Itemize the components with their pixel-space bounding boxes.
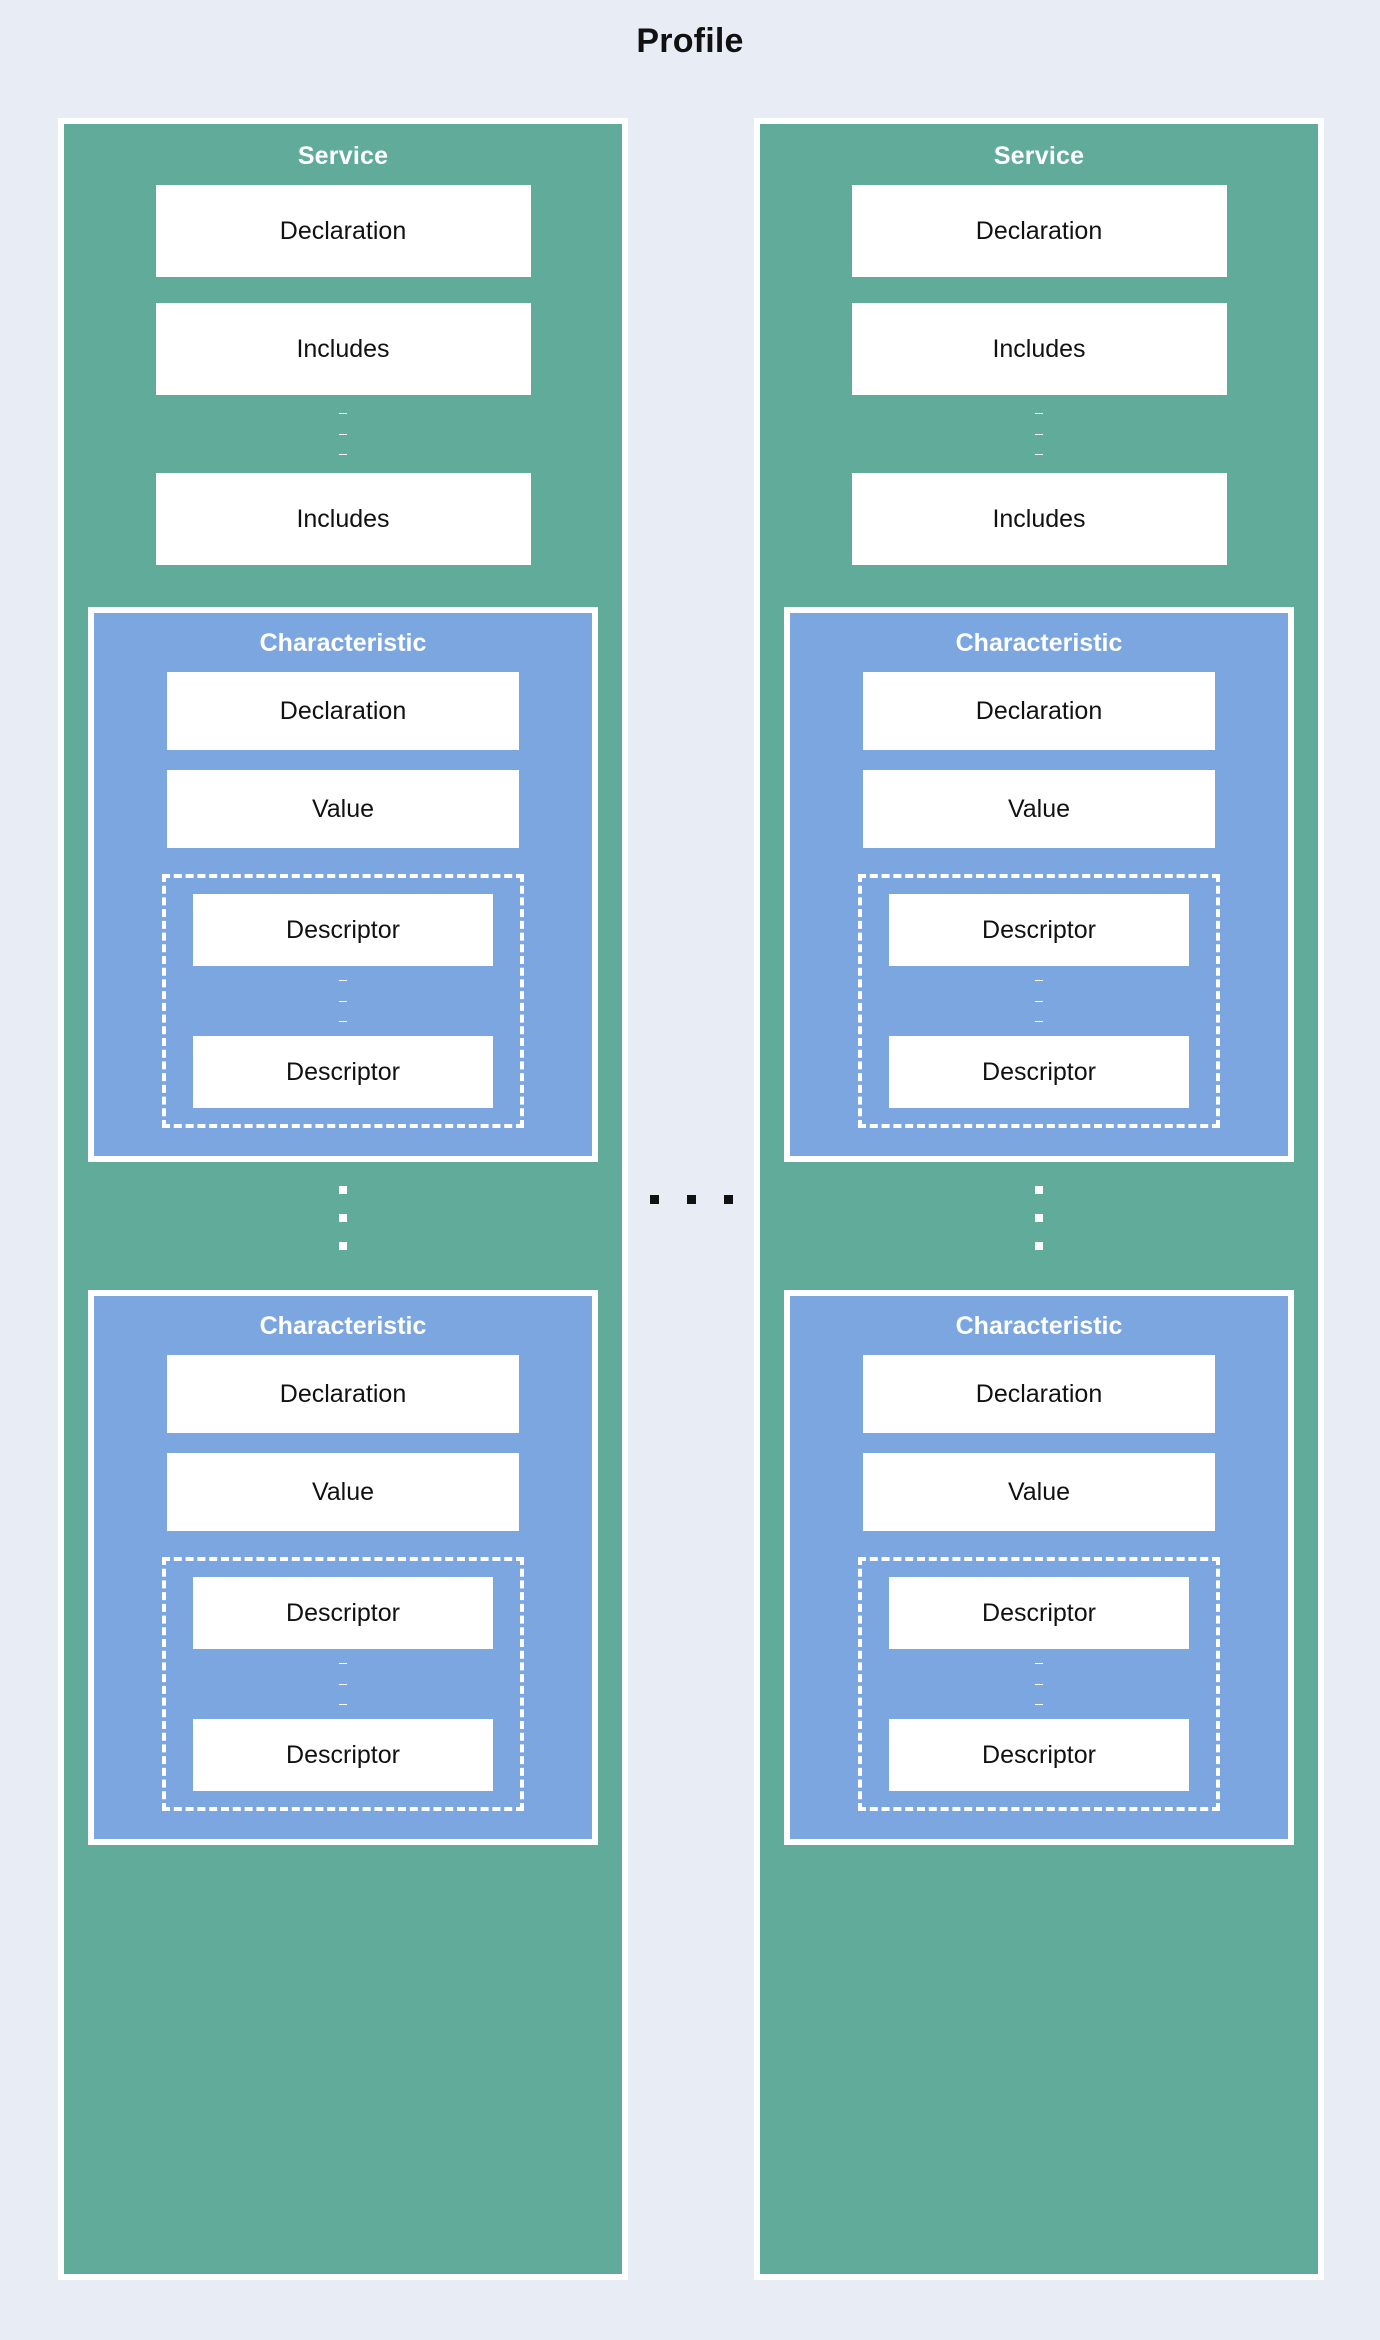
service-declaration-box: Declaration [851, 185, 1227, 277]
characteristic-value-box: Value [863, 770, 1215, 848]
ellipsis-dot [686, 1194, 696, 1204]
ellipsis-dot [339, 1000, 347, 1002]
descriptor-vertical-ellipsis-icon [339, 1653, 347, 1715]
service-title: Service [993, 142, 1085, 170]
descriptor-box: Descriptor [889, 1036, 1189, 1108]
descriptor-group: Descriptor Descriptor [162, 1557, 524, 1811]
ellipsis-dot [339, 1186, 347, 1194]
characteristic-vertical-ellipsis-icon [1035, 1176, 1043, 1260]
characteristic-declaration-box: Declaration [167, 672, 519, 750]
includes-vertical-ellipsis-icon [1035, 403, 1043, 465]
characteristic-title: Characteristic [259, 629, 427, 657]
ellipsis-dot [339, 1663, 347, 1664]
characteristic-panel: Characteristic Declaration Value Descrip… [784, 607, 1294, 1162]
descriptor-group: Descriptor Descriptor [162, 874, 524, 1128]
service-includes-box: Includes [155, 303, 531, 395]
characteristic-declaration-box: Declaration [863, 1355, 1215, 1433]
descriptor-vertical-ellipsis-icon [1035, 970, 1043, 1032]
characteristic-value-box: Value [863, 1453, 1215, 1531]
characteristic-title: Characteristic [259, 1312, 427, 1340]
ellipsis-dot [1035, 433, 1043, 435]
characteristic-panel: Characteristic Declaration Value Descrip… [88, 1290, 598, 1845]
includes-vertical-ellipsis-icon [339, 403, 347, 465]
descriptor-box: Descriptor [193, 1577, 493, 1649]
page-title: Profile [636, 22, 744, 60]
ellipsis-dot [1035, 1663, 1043, 1664]
service-panel: Service Declaration Includes Includes Ch… [58, 118, 628, 2280]
services-row: Service Declaration Includes Includes Ch… [58, 118, 1324, 2280]
ellipsis-dot [339, 413, 347, 414]
descriptor-group: Descriptor Descriptor [858, 874, 1220, 1128]
characteristic-vertical-ellipsis-icon [339, 1176, 347, 1260]
ellipsis-dot [1035, 413, 1043, 414]
descriptor-box: Descriptor [193, 1036, 493, 1108]
ellipsis-dot [339, 1214, 347, 1222]
ellipsis-dot [339, 980, 347, 981]
ellipsis-dot [339, 1021, 347, 1023]
descriptor-box: Descriptor [889, 894, 1189, 966]
descriptor-group: Descriptor Descriptor [858, 1557, 1220, 1811]
ellipsis-dot [339, 433, 347, 435]
service-panel: Service Declaration Includes Includes Ch… [754, 118, 1324, 2280]
ellipsis-dot [723, 1194, 733, 1204]
ellipsis-dot [1035, 1214, 1043, 1222]
service-declaration-box: Declaration [155, 185, 531, 277]
ellipsis-dot [1035, 1021, 1043, 1023]
service-includes-box: Includes [851, 473, 1227, 565]
ellipsis-dot [1035, 1242, 1043, 1250]
ellipsis-dot [1035, 454, 1043, 456]
characteristic-panel: Characteristic Declaration Value Descrip… [784, 1290, 1294, 1845]
characteristic-panel: Characteristic Declaration Value Descrip… [88, 607, 598, 1162]
characteristic-title: Characteristic [955, 1312, 1123, 1340]
descriptor-vertical-ellipsis-icon [1035, 1653, 1043, 1715]
ellipsis-dot [1035, 1683, 1043, 1685]
characteristic-value-box: Value [167, 1453, 519, 1531]
ellipsis-dot [649, 1194, 659, 1204]
characteristic-title: Characteristic [955, 629, 1123, 657]
ellipsis-dot [1035, 1000, 1043, 1002]
ellipsis-dot [1035, 1186, 1043, 1194]
ellipsis-dot [1035, 980, 1043, 981]
descriptor-box: Descriptor [193, 1719, 493, 1791]
services-horizontal-ellipsis-icon [628, 1194, 754, 1204]
ellipsis-dot [339, 1683, 347, 1685]
ellipsis-dot [1035, 1704, 1043, 1706]
characteristic-declaration-box: Declaration [167, 1355, 519, 1433]
descriptor-box: Descriptor [193, 894, 493, 966]
service-title: Service [297, 142, 389, 170]
descriptor-box: Descriptor [889, 1577, 1189, 1649]
descriptor-box: Descriptor [889, 1719, 1189, 1791]
ellipsis-dot [339, 1242, 347, 1250]
characteristic-declaration-box: Declaration [863, 672, 1215, 750]
characteristic-value-box: Value [167, 770, 519, 848]
service-includes-box: Includes [851, 303, 1227, 395]
ellipsis-dot [339, 454, 347, 456]
service-includes-box: Includes [155, 473, 531, 565]
descriptor-vertical-ellipsis-icon [339, 970, 347, 1032]
ellipsis-dot [339, 1704, 347, 1706]
